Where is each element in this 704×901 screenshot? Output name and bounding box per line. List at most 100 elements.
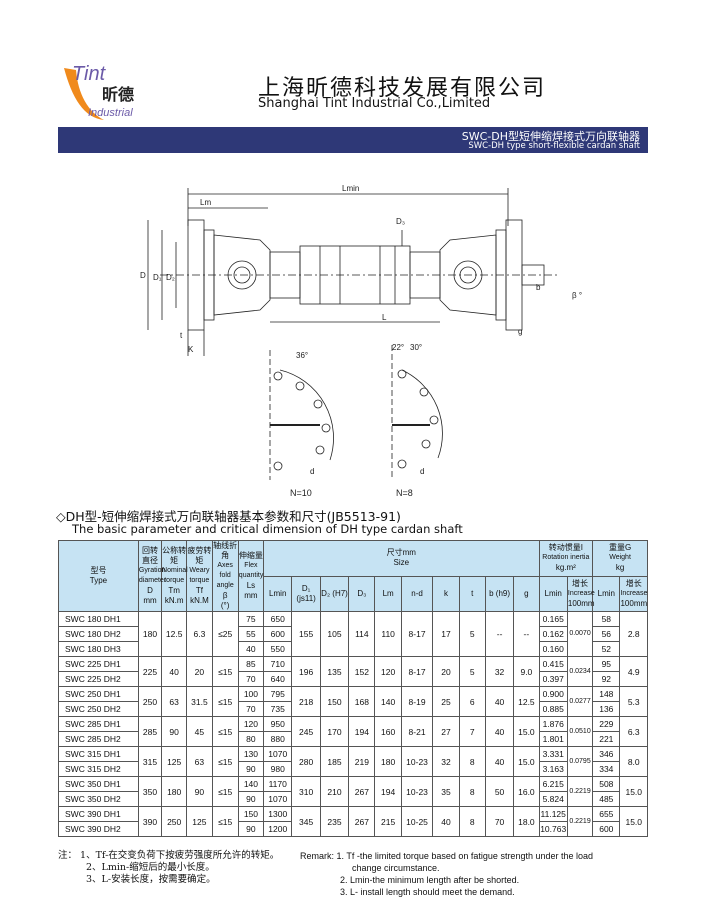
cell-k: 32 bbox=[432, 746, 460, 777]
company-name-en: Shanghai Tint Industrial Co.,Limited bbox=[258, 96, 491, 111]
cell-d2: 105 bbox=[319, 611, 350, 657]
cell-model: SWC 250 DH1 bbox=[58, 686, 139, 702]
cell-model: SWC 285 DH2 bbox=[58, 731, 139, 747]
company-logo: Tint 昕德 Industrial bbox=[64, 63, 134, 120]
label-g: g bbox=[518, 327, 522, 336]
cell-gyration: 390 bbox=[137, 806, 163, 837]
cell-t: 8 bbox=[458, 746, 486, 777]
cell-torque: 125 bbox=[161, 746, 188, 777]
th-col-b: b (h9) bbox=[484, 575, 515, 612]
cell-inertia-inc: 0.2219 bbox=[566, 806, 594, 837]
cell-gyration: 315 bbox=[137, 746, 163, 777]
header-row-2: Lmin D₁ (js11) D₂ (H7) D₃ Lm n-d k t b (… bbox=[59, 575, 648, 612]
cell-weight: 346 bbox=[592, 746, 621, 762]
title-banner: SWC-DH型短伸缩焊接式万向联轴器 SWC-DH type short-fle… bbox=[58, 127, 648, 153]
cell-weight-inc: 15.0 bbox=[619, 806, 648, 837]
section-title-en: The basic parameter and critical dimensi… bbox=[72, 522, 463, 536]
note-cn-1: 注： 1、Tf-在交变负荷下按疲劳强度所允许的转矩。 bbox=[58, 850, 280, 861]
cell-lmin: 650 bbox=[263, 611, 293, 627]
cell-model: SWC 180 DH3 bbox=[58, 641, 139, 657]
cell-model: SWC 250 DH2 bbox=[58, 701, 139, 717]
cell-gyration: 285 bbox=[137, 716, 163, 747]
th-col-nd: n-d bbox=[400, 575, 434, 612]
label-t: t bbox=[180, 331, 183, 340]
cell-d2: 150 bbox=[319, 686, 350, 717]
cell-g: 16.0 bbox=[513, 776, 540, 807]
cell-weary: 31.5 bbox=[186, 686, 213, 717]
cell-inertia-inc: 0.0510 bbox=[566, 716, 594, 747]
cell-torque: 90 bbox=[161, 716, 188, 747]
cell-lmin: 550 bbox=[263, 641, 293, 657]
cell-weary: 125 bbox=[186, 806, 213, 837]
cell-angle: ≤15 bbox=[211, 746, 239, 777]
cell-lm: 160 bbox=[374, 716, 402, 747]
cell-weary: 45 bbox=[186, 716, 213, 747]
cell-d3: 114 bbox=[348, 611, 376, 657]
cell-inertia-inc: 0.0070 bbox=[566, 611, 594, 657]
cell-flex: 90 bbox=[237, 821, 265, 837]
cell-flex: 85 bbox=[237, 656, 265, 672]
bolt-pattern-n10: 36° d N=10 bbox=[269, 350, 334, 498]
cell-angle: ≤15 bbox=[211, 806, 239, 837]
cell-inertia: 0.885 bbox=[538, 701, 568, 717]
cell-inertia-inc: 0.0277 bbox=[566, 686, 594, 717]
cell-weight: 95 bbox=[592, 656, 621, 672]
cell-inertia: 10.763 bbox=[538, 821, 568, 837]
notes-cn: 注： 1、Tf-在交变负荷下按疲劳强度所允许的转矩。 2、Lmin-缩短后的最小… bbox=[58, 850, 279, 886]
cell-d1: 218 bbox=[291, 686, 321, 717]
cell-weight: 148 bbox=[592, 686, 621, 702]
cell-inertia: 11.125 bbox=[538, 806, 568, 822]
label-lmin: Lmin bbox=[342, 184, 359, 193]
cell-d3: 267 bbox=[348, 806, 376, 837]
cell-inertia: 3.163 bbox=[538, 761, 568, 777]
label-n8: N=8 bbox=[396, 488, 413, 498]
cell-lm: 215 bbox=[374, 806, 402, 837]
cell-torque: 250 bbox=[161, 806, 188, 837]
cell-angle: ≤25 bbox=[211, 611, 239, 657]
cell-d1: 345 bbox=[291, 806, 321, 837]
cell-weight: 508 bbox=[592, 776, 621, 792]
cell-model: SWC 350 DH2 bbox=[58, 791, 139, 807]
cell-k: 20 bbox=[432, 656, 460, 687]
cell-d1: 155 bbox=[291, 611, 321, 657]
label-36deg: 36° bbox=[296, 351, 308, 360]
cell-model: SWC 315 DH1 bbox=[58, 746, 139, 762]
cell-d2: 235 bbox=[319, 806, 350, 837]
cell-gyration: 180 bbox=[137, 611, 163, 657]
cell-t: 6 bbox=[458, 686, 486, 717]
cell-lmin: 640 bbox=[263, 671, 293, 687]
cell-gyration: 225 bbox=[137, 656, 163, 687]
cell-weight-inc: 15.0 bbox=[619, 776, 648, 807]
cell-flex: 55 bbox=[237, 626, 265, 642]
cell-d2: 210 bbox=[319, 776, 350, 807]
cell-nd: 10-23 bbox=[400, 776, 434, 807]
cell-nd: 8-17 bbox=[400, 656, 434, 687]
label-l: L bbox=[382, 313, 387, 322]
cell-weight: 58 bbox=[592, 611, 621, 627]
cell-inertia: 0.160 bbox=[538, 641, 568, 657]
cell-weary: 63 bbox=[186, 746, 213, 777]
cell-lmin: 1070 bbox=[263, 746, 293, 762]
cell-flex: 80 bbox=[237, 731, 265, 747]
cell-inertia: 0.900 bbox=[538, 686, 568, 702]
th-col-lmin: Lmin bbox=[263, 575, 293, 612]
cell-d3: 267 bbox=[348, 776, 376, 807]
cell-lmin: 735 bbox=[263, 701, 293, 717]
cell-t: 8 bbox=[458, 776, 486, 807]
cell-b: 70 bbox=[484, 806, 515, 837]
cell-weight: 56 bbox=[592, 626, 621, 642]
cell-flex: 40 bbox=[237, 641, 265, 657]
cell-lmin: 880 bbox=[263, 731, 293, 747]
